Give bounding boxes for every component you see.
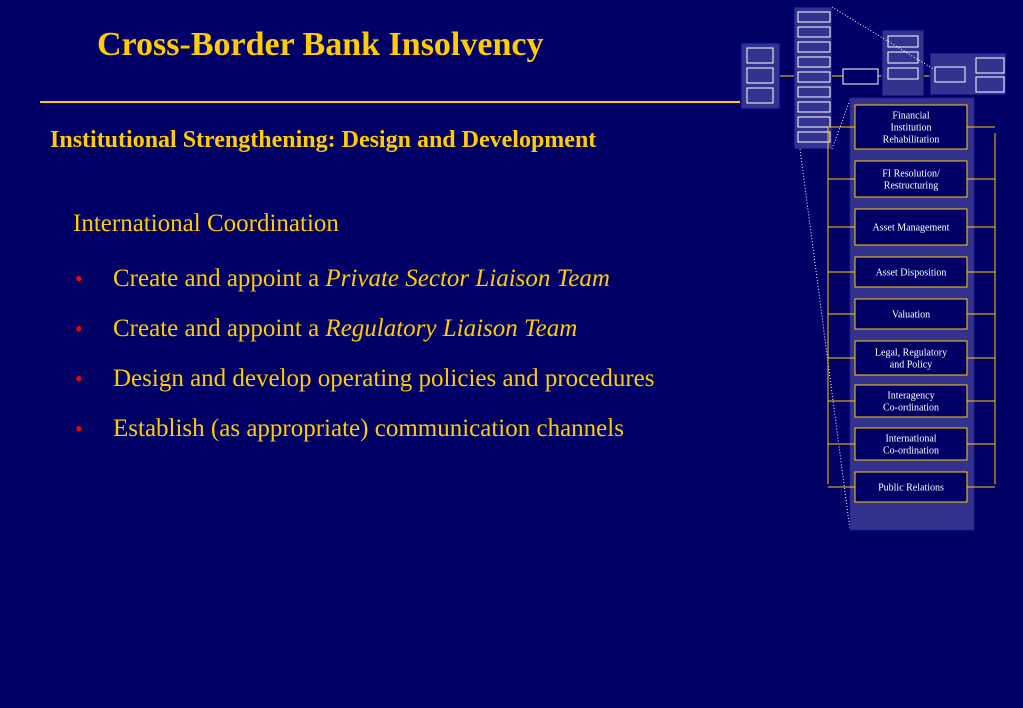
overview-column: [793, 6, 833, 150]
function-box: [854, 104, 968, 150]
overview-box: [797, 116, 831, 128]
bullet-text: Create and appoint a: [113, 265, 326, 292]
function-box: [854, 208, 968, 246]
slide-title: Cross-Border Bank Insolvency: [97, 26, 544, 63]
title-divider: [40, 101, 740, 103]
zoom-guide-line: [831, 99, 851, 150]
function-label: FI Resolution/: [882, 169, 940, 180]
overview-box: [797, 41, 831, 53]
function-label: Interagency: [887, 391, 934, 402]
overview-box: [797, 101, 831, 113]
zoom-guide-line: [831, 6, 936, 71]
bullet-emphasis: Regulatory Liaison Team: [325, 315, 578, 342]
bullet-item: • Establish (as appropriate) communicati…: [73, 412, 793, 446]
detail-brackets: [827, 127, 996, 484]
overview-box: [975, 76, 1005, 93]
function-label: Restructuring: [884, 181, 938, 192]
bullet-icon: •: [75, 266, 83, 291]
overview-box: [887, 35, 919, 48]
bullet-text: Design and develop operating policies an…: [113, 365, 655, 392]
function-label: Legal, Regulatory: [875, 348, 947, 359]
bullet-list: • Create and appoint a Private Sector Li…: [73, 262, 793, 462]
bullet-icon: •: [75, 366, 83, 391]
function-label: Co-ordination: [883, 446, 939, 457]
bullet-icon: •: [75, 316, 83, 341]
bullet-text: Create and appoint a: [113, 315, 326, 342]
bullet-item: • Create and appoint a Regulatory Liaiso…: [73, 312, 793, 346]
bullet-item: • Design and develop operating policies …: [73, 362, 793, 396]
overview-box: [934, 66, 966, 83]
slide-subtitle: Institutional Strengthening: Design and …: [50, 127, 597, 153]
bullet-text: Establish (as appropriate) communication…: [113, 415, 624, 442]
overview-box: [797, 11, 831, 23]
function-label: and Policy: [890, 360, 933, 371]
overview-box: [746, 67, 774, 84]
function-label: International: [885, 434, 936, 445]
function-label: Institution: [890, 123, 931, 134]
overview-box: [746, 87, 774, 104]
function-label: Rehabilitation: [883, 135, 940, 146]
function-box: [854, 160, 968, 198]
overview-panel-right: [929, 52, 1007, 96]
overview-box: [797, 86, 831, 98]
overview-box: [887, 67, 919, 80]
function-label: Public Relations: [878, 483, 944, 494]
function-label: Financial: [892, 111, 929, 122]
bullet-emphasis: Private Sector Liaison Team: [325, 265, 610, 292]
bullet-item: • Create and appoint a Private Sector Li…: [73, 262, 793, 296]
section-heading: International Coordination: [73, 210, 339, 237]
overview-box: [797, 131, 831, 143]
overview-box: [975, 57, 1005, 74]
bullet-icon: •: [75, 416, 83, 441]
zoom-guide-line: [799, 148, 851, 531]
overview-box: [797, 56, 831, 68]
overview-box: [746, 47, 774, 64]
function-label: Valuation: [892, 310, 930, 321]
overview-box: [797, 71, 831, 83]
overview-box: [797, 26, 831, 38]
function-box: [854, 340, 968, 376]
function-label: Asset Management: [873, 223, 950, 234]
function-label: Co-ordination: [883, 403, 939, 414]
overview-box: [887, 51, 919, 64]
function-label: Asset Disposition: [876, 268, 947, 279]
function-box: [854, 256, 968, 288]
overview-box: [842, 68, 879, 85]
diagram-overview: [740, 6, 1007, 531]
